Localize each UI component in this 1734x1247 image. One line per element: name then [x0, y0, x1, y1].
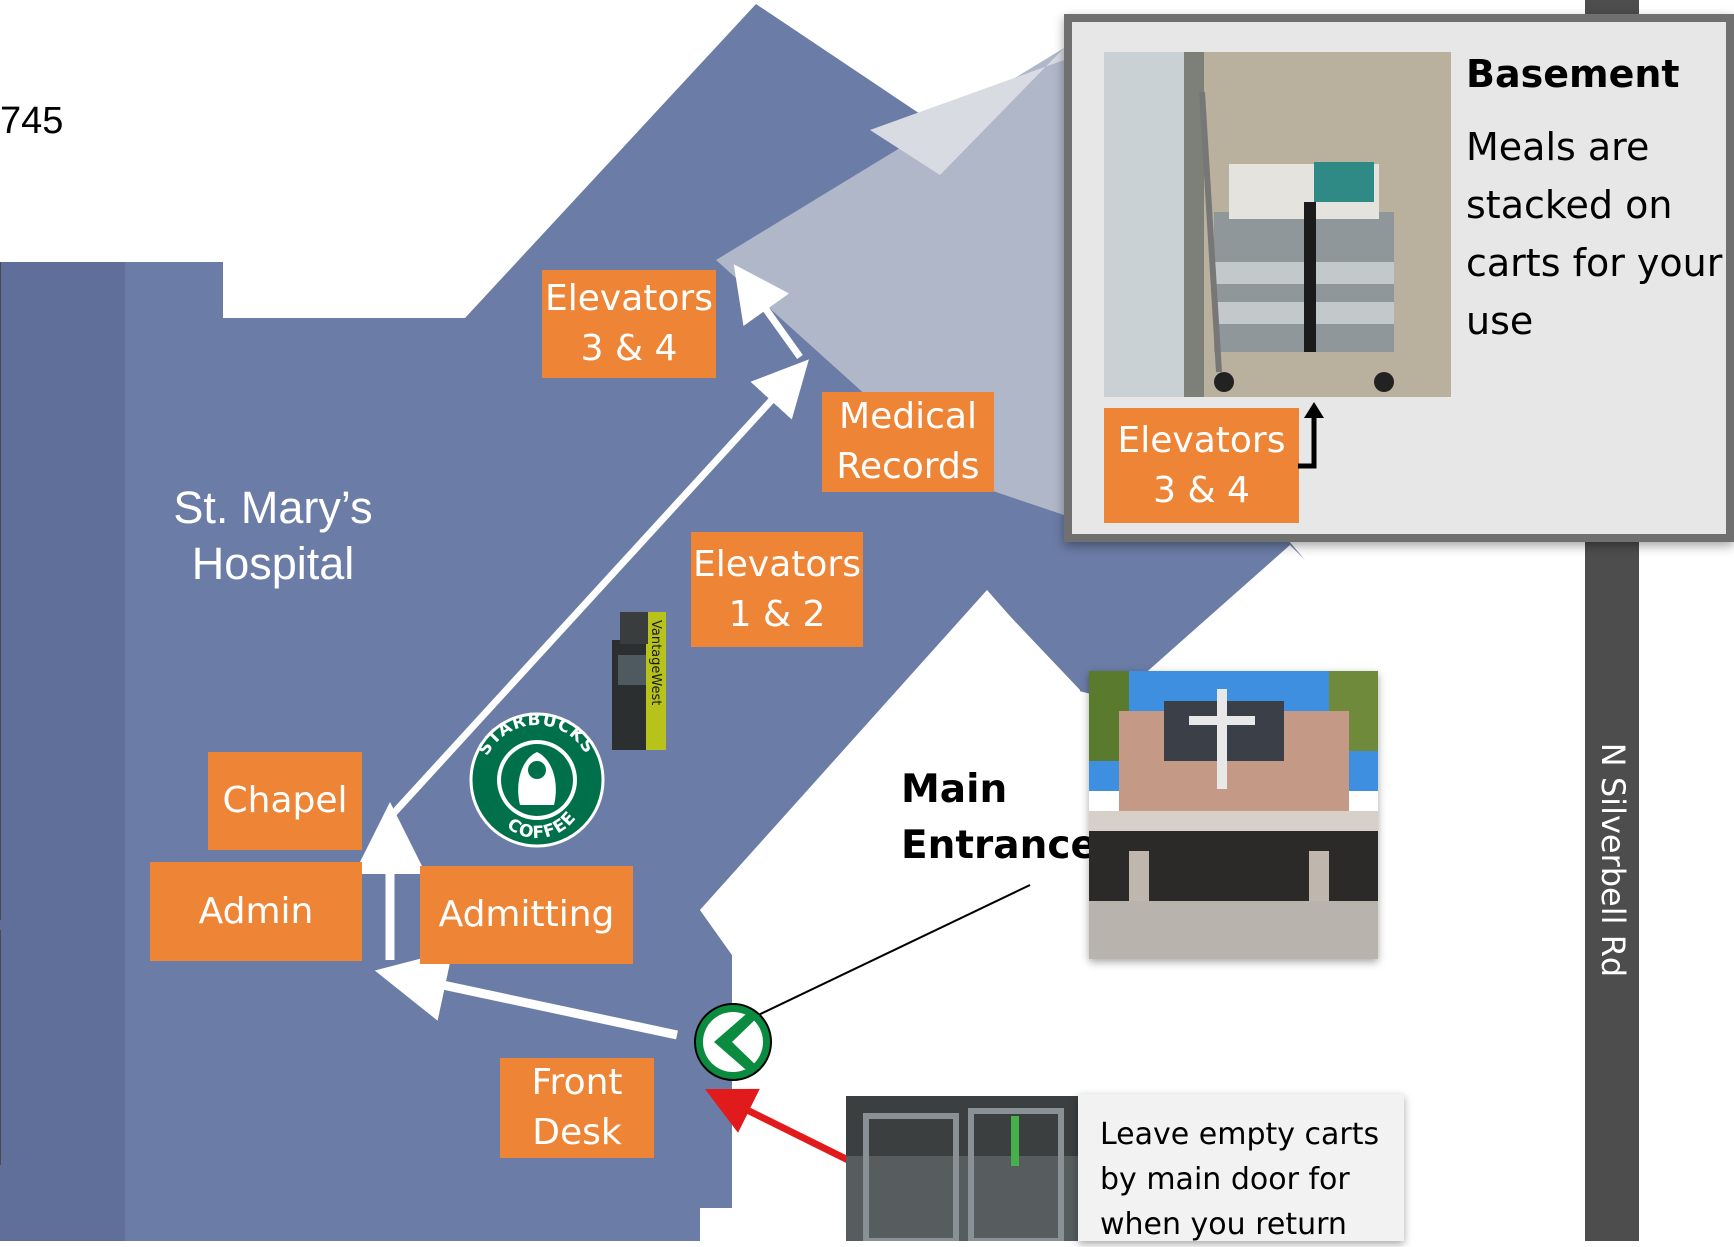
elevators-1-2-label[interactable]: Elevators 1 & 2: [691, 532, 863, 647]
medical-records-label[interactable]: Medical Records: [822, 392, 994, 492]
hospital-building-west-wing: [0, 262, 125, 1241]
callout-pointer: [870, 48, 1064, 175]
atm-icon: VantageWest: [612, 612, 666, 750]
basement-description: Meals are stacked on carts for your use: [1466, 125, 1723, 343]
hospital-name: St. Mary’s Hospital: [173, 482, 373, 589]
basement-title: Basement: [1466, 52, 1680, 96]
main-entrance-label: Main Entrance: [901, 767, 1097, 868]
route-arrow-to-elevators: [733, 264, 803, 360]
main-entrance-photo: [1089, 671, 1378, 959]
admin-label[interactable]: Admin: [150, 862, 362, 961]
entrance-plaza: [700, 592, 1080, 1241]
return-arrow: [705, 1088, 850, 1164]
arrow-up-icon: [1298, 402, 1324, 469]
admitting-label[interactable]: Admitting: [420, 866, 633, 964]
empty-carts-photo: [846, 1096, 1078, 1241]
road-name-label: N Silverbell Rd: [1594, 742, 1632, 978]
cart-return-note: Leave empty carts by main door for when …: [1100, 1117, 1380, 1242]
basement-carts-photo: [1104, 52, 1451, 397]
chevron-left-icon: [714, 1015, 760, 1069]
starbucks-logo: STARBUCKS COFFEE: [469, 710, 605, 848]
elevators-3-4-label[interactable]: Elevators 3 & 4: [542, 270, 716, 378]
route-arrow-entrance-to-lobby: [374, 950, 678, 1040]
entrance-pointer-line: [751, 884, 1031, 1019]
atm-brand-text: VantageWest: [648, 620, 663, 705]
route-arrow-to-medical-records: [389, 359, 809, 818]
cart-note-box: [1078, 1094, 1404, 1241]
address-fragment: 745: [0, 100, 64, 142]
chapel-label[interactable]: Chapel: [208, 752, 362, 850]
front-desk-label[interactable]: Front Desk: [500, 1058, 654, 1158]
basement-elevators-label[interactable]: Elevators 3 & 4: [1104, 408, 1299, 523]
entrance-marker[interactable]: [694, 1003, 772, 1081]
